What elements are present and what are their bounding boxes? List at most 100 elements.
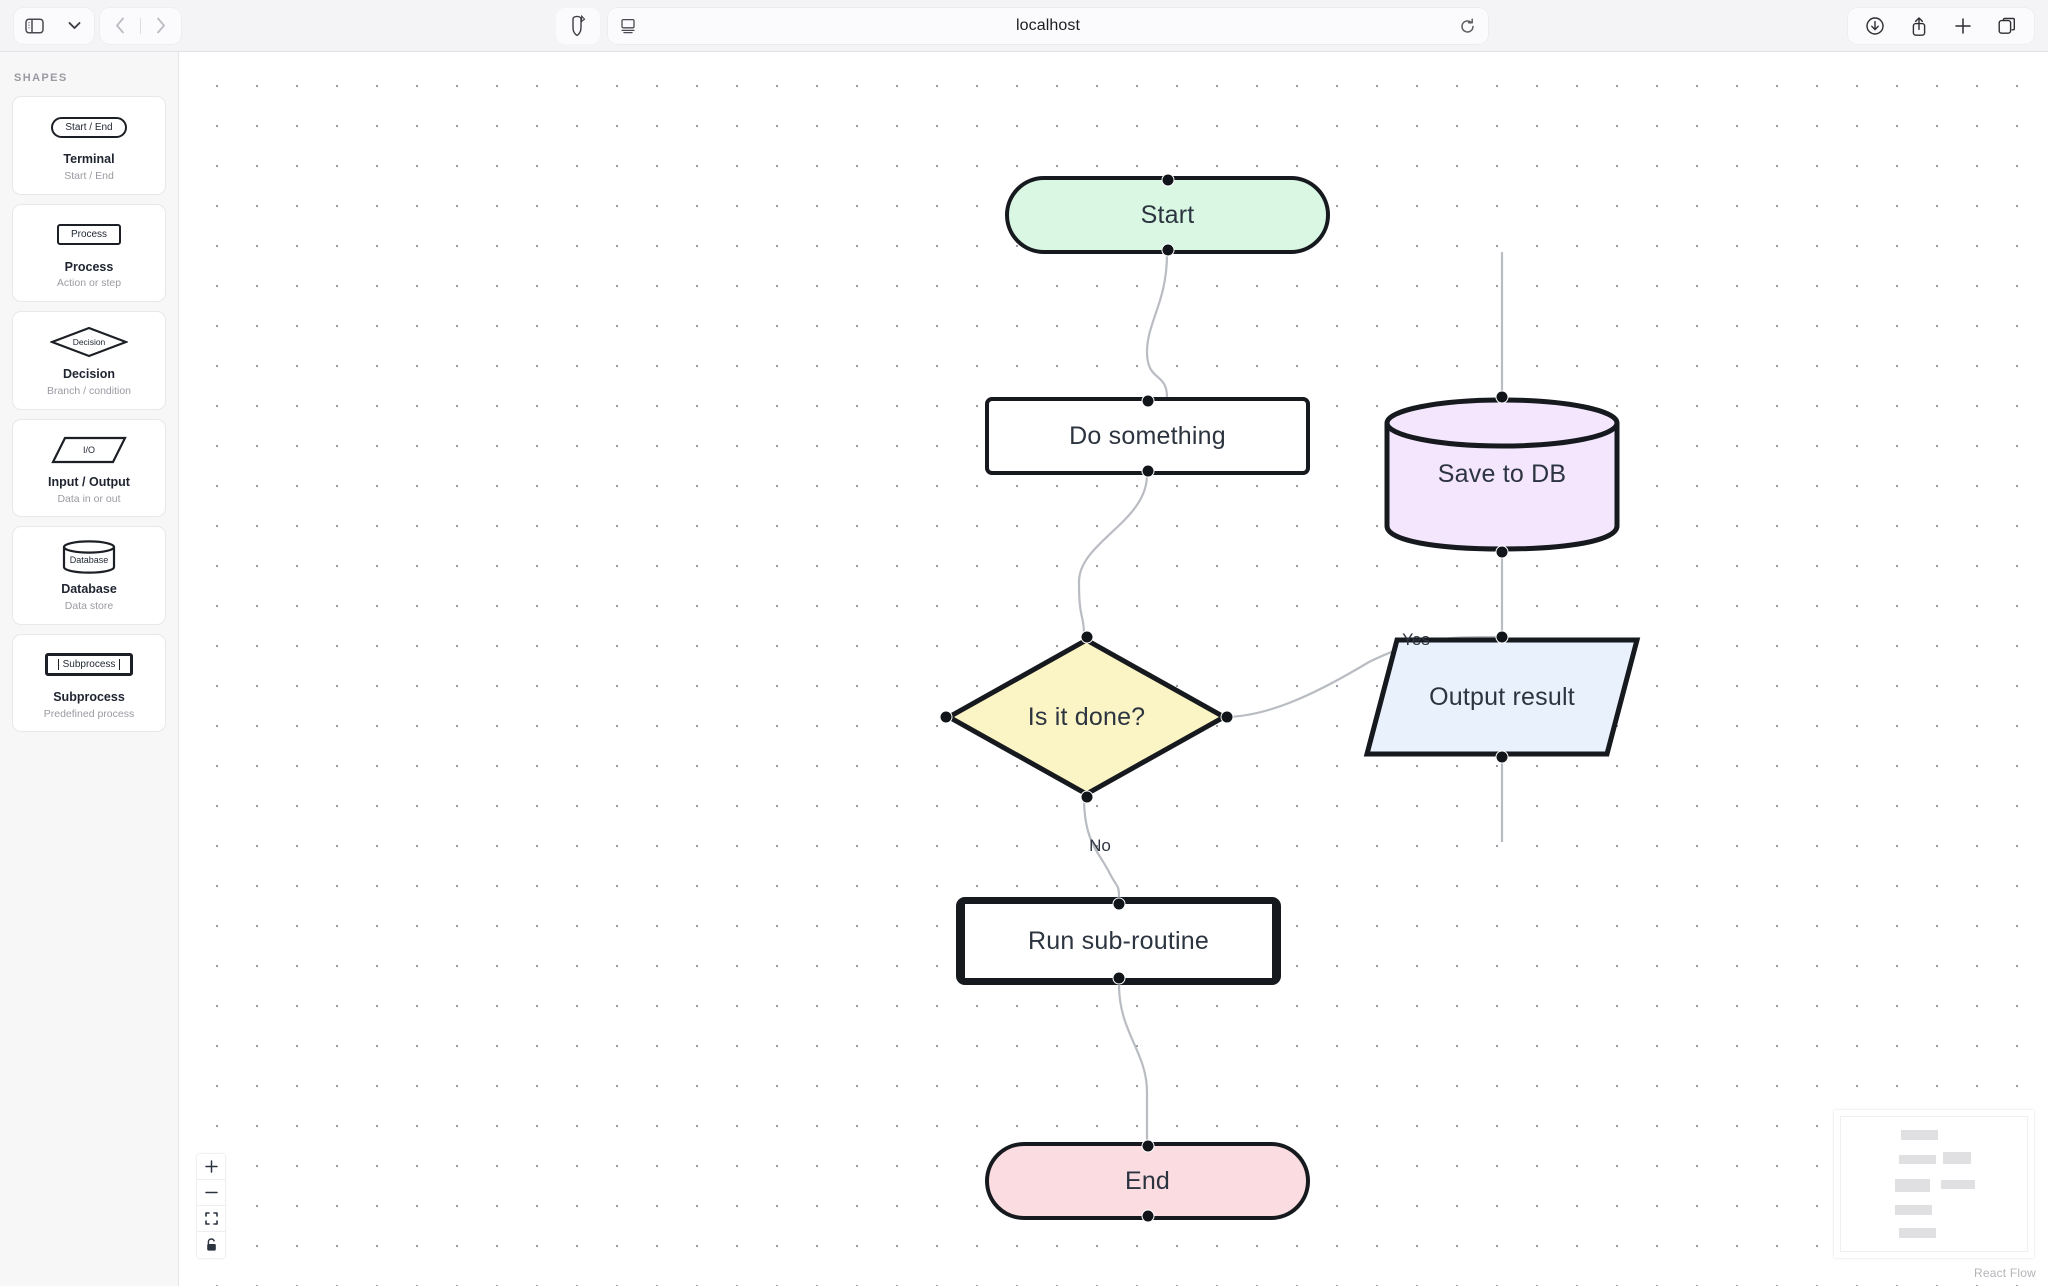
shapes-sidebar: SHAPES Start / End Terminal Start / End … (0, 52, 179, 1286)
shape-card-terminal[interactable]: Start / End Terminal Start / End (12, 96, 166, 195)
node-label: End (1124, 1166, 1171, 1195)
share-icon[interactable] (1898, 8, 1940, 44)
chevron-down-icon[interactable] (54, 8, 94, 44)
minimap-node (1898, 1228, 1936, 1238)
zoom-in-button[interactable] (197, 1154, 225, 1180)
chevron-right-icon[interactable] (141, 8, 181, 44)
url-bar[interactable]: localhost (608, 8, 1488, 44)
handle-bottom[interactable] (1141, 1209, 1154, 1223)
io-shape-icon: I/O (21, 432, 157, 468)
handle-top[interactable] (1080, 630, 1093, 644)
node-do-something[interactable]: Do something (985, 394, 1310, 478)
browser-nav-group (0, 7, 181, 44)
shape-desc: Data store (64, 600, 114, 613)
node-output-result[interactable]: Output result (1363, 630, 1641, 764)
shape-name: Decision (62, 367, 116, 382)
database-shape (1384, 397, 1620, 552)
minimap-node (1941, 1179, 1975, 1190)
handle-left[interactable] (939, 710, 953, 724)
url-text: localhost (1015, 17, 1081, 34)
handle-bottom[interactable] (1495, 750, 1509, 764)
minimap-node (1894, 1205, 1933, 1215)
edge-do-decide (1077, 474, 1149, 638)
zoom-out-button[interactable] (197, 1180, 225, 1206)
react-flow-attribution[interactable]: React Flow (1973, 1266, 2036, 1280)
download-icon[interactable] (1854, 8, 1896, 44)
sidebar-heading: SHAPES (14, 72, 68, 84)
node-start[interactable]: Start (1005, 173, 1330, 257)
shape-card-process[interactable]: Process Process Action or step (12, 203, 166, 303)
shape-name: Database (61, 582, 117, 597)
address-bar-group: localhost (556, 8, 1488, 44)
shape-desc: Start / End (64, 169, 114, 182)
handle-bottom[interactable] (1161, 243, 1174, 257)
terminal-preview-label: Start / End (51, 116, 127, 138)
handle-bottom[interactable] (1141, 464, 1154, 478)
flow-minimap[interactable] (1834, 1110, 2034, 1258)
handle-top[interactable] (1141, 1139, 1154, 1153)
shape-desc: Predefined process (43, 707, 135, 720)
lock-button[interactable] (197, 1232, 225, 1258)
minimap-node (1943, 1151, 1972, 1164)
lock-icon (206, 1238, 216, 1251)
shape-desc: Data in or out (57, 492, 121, 505)
node-label: Start (1140, 200, 1195, 229)
chevron-left-icon[interactable] (100, 8, 140, 44)
reader-view-icon[interactable] (620, 18, 636, 34)
plus-icon (204, 1160, 218, 1173)
database-shape-icon: Database (21, 539, 157, 575)
flow-controls (197, 1154, 225, 1258)
subprocess-inner-bars (963, 904, 1274, 978)
handle-bottom[interactable] (1080, 790, 1093, 804)
browser-toolbar: localhost (0, 0, 2048, 52)
shape-name: Terminal (63, 152, 115, 166)
database-preview-label: Database (69, 555, 109, 566)
shape-card-database[interactable]: Database Database Data store (12, 526, 166, 625)
edge-sub-end (1117, 984, 1149, 1142)
node-end[interactable]: End (985, 1139, 1310, 1223)
fit-view-button[interactable] (197, 1206, 225, 1232)
node-is-it-done[interactable]: Is it done? (939, 630, 1234, 804)
shape-card-subprocess[interactable]: Subprocess Subprocess Predefined process (12, 633, 166, 733)
handle-top[interactable] (1161, 173, 1174, 187)
node-run-sub-routine[interactable]: Run sub-routine (956, 897, 1281, 985)
minimap-node (1898, 1154, 1936, 1164)
sidebar-group (14, 7, 94, 44)
handle-top[interactable] (1141, 394, 1154, 408)
shape-card-io[interactable]: I/O Input / Output Data in or out (12, 418, 166, 518)
sidebar-toggle-icon[interactable] (14, 8, 54, 44)
minimap-node (1894, 1178, 1931, 1193)
shape-name: Subprocess (53, 689, 125, 704)
plus-icon[interactable] (1942, 8, 1984, 44)
handle-right[interactable] (1220, 710, 1234, 724)
handle-top[interactable] (1495, 630, 1509, 644)
process-shape-icon: Process (21, 217, 157, 253)
edge-label-no: No (1089, 836, 1111, 855)
app-root: SHAPES Start / End Terminal Start / End … (0, 52, 2048, 1286)
decision-shape (943, 637, 1230, 797)
shape-desc: Branch / condition (46, 385, 132, 397)
history-nav-group (100, 7, 181, 44)
minimap-viewport (1840, 1116, 2028, 1252)
io-shape (1363, 637, 1641, 757)
edge-label-yes: Yes (1402, 630, 1430, 649)
reload-icon[interactable] (1459, 17, 1476, 35)
flow-canvas[interactable]: Yes No Start Do something Save to DB (179, 52, 2048, 1286)
shape-card-decision[interactable]: Decision Decision Branch / condition (12, 311, 166, 410)
node-label: Run sub-routine (1028, 926, 1209, 955)
shape-desc: Action or step (56, 277, 122, 290)
handle-bottom[interactable] (1112, 971, 1125, 985)
edge-start-do (1145, 253, 1169, 398)
tab-overview-icon[interactable] (1986, 8, 2028, 44)
minimap-node (1900, 1130, 1938, 1140)
node-save-to-db[interactable]: Save to DB (1384, 390, 1620, 559)
handle-top[interactable] (1112, 897, 1125, 911)
shape-name: Input / Output (48, 474, 130, 489)
privacy-shield-icon[interactable] (556, 8, 600, 44)
subprocess-shape-icon: Subprocess (21, 647, 157, 683)
handle-top[interactable] (1495, 390, 1509, 404)
decision-preview-label: Decision (72, 337, 106, 348)
handle-bottom[interactable] (1495, 545, 1509, 559)
io-preview-label: I/O (82, 444, 95, 455)
process-preview-label: Process (56, 224, 122, 246)
